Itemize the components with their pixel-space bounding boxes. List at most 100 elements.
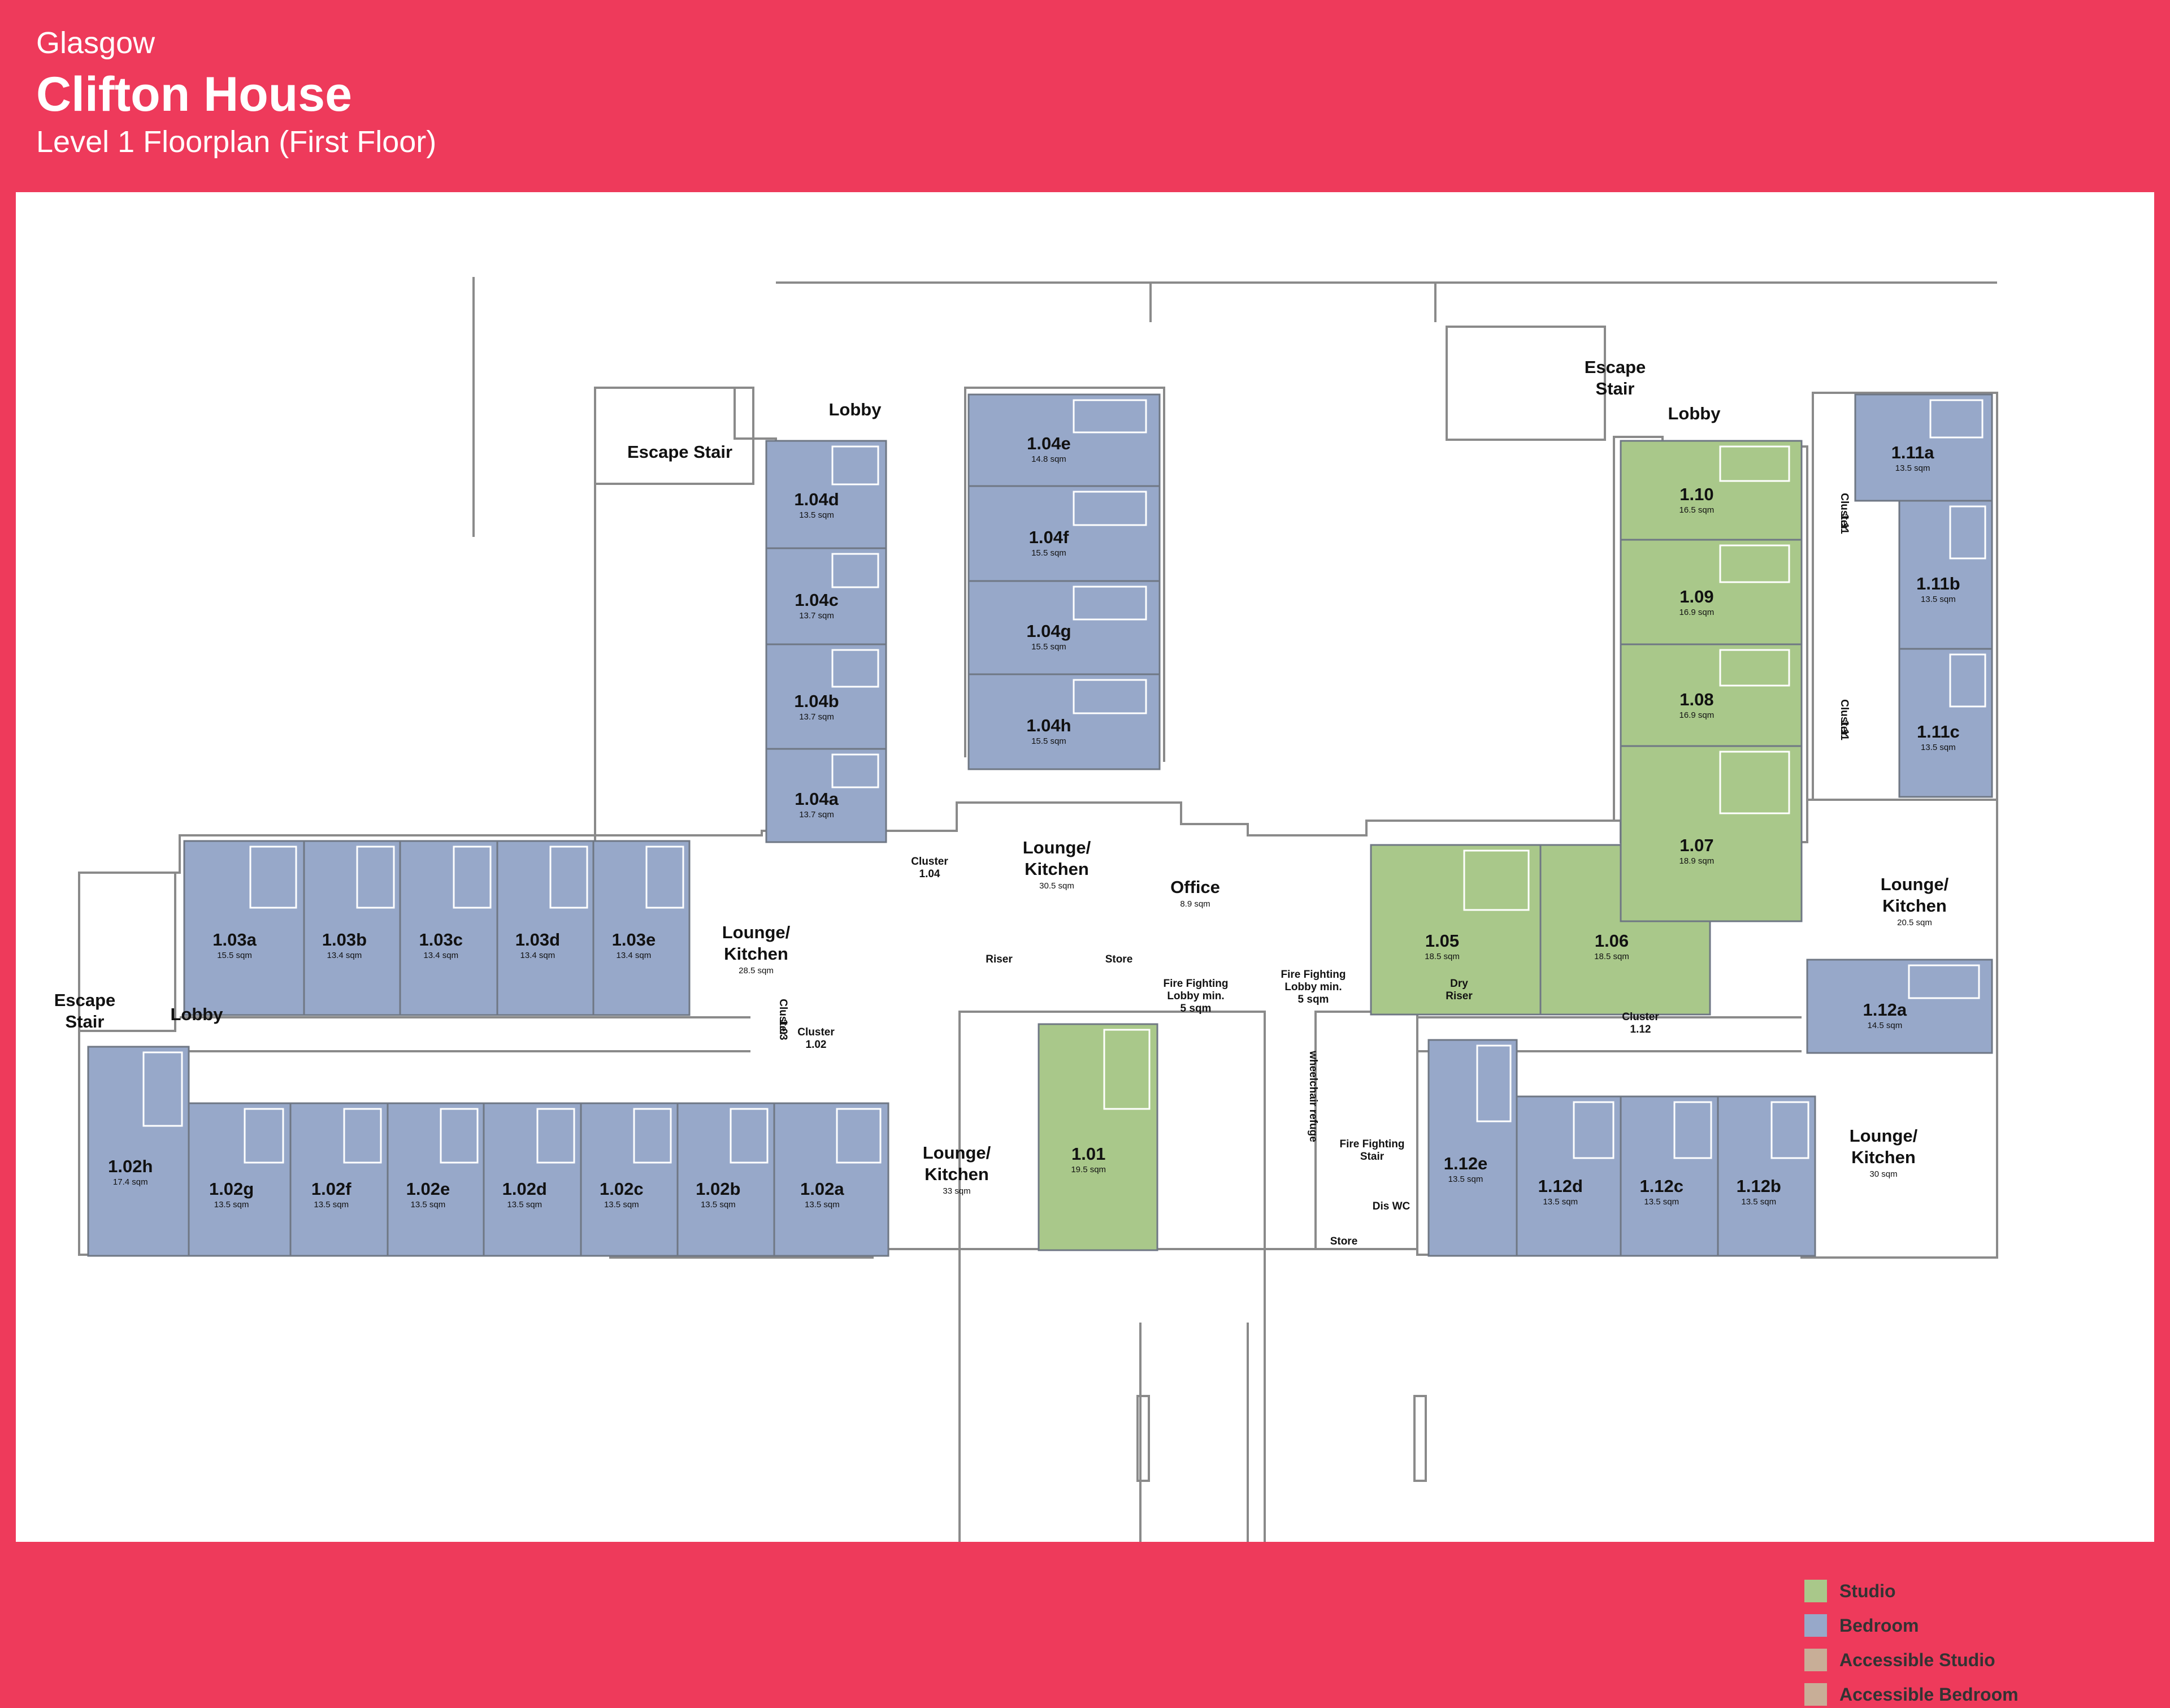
room-1.11a <box>1854 393 1993 502</box>
room-number: 1.03d <box>515 930 560 950</box>
room-number: 1.04e <box>1027 433 1071 453</box>
room-1.04f <box>967 485 1161 582</box>
ensuite-outline <box>1476 1044 1512 1122</box>
ensuite-outline <box>1949 505 1986 560</box>
room-1.12a <box>1806 959 1993 1054</box>
space-label: Escape Stair <box>627 442 732 462</box>
room-area: 13.5 sqm <box>1921 743 1956 752</box>
space-area: 30.5 sqm <box>1039 881 1074 891</box>
ensuite-outline <box>356 846 395 909</box>
room-1.12c <box>1620 1095 1719 1257</box>
room-1.02h <box>87 1046 190 1257</box>
annotation-label: Fire Fighting <box>1281 969 1346 981</box>
room-1.08 <box>1620 643 1803 747</box>
ensuite-outline <box>1719 544 1790 583</box>
annotation-label: Dry <box>1450 978 1468 990</box>
ensuite-outline <box>645 846 684 909</box>
room-fill <box>1898 648 1993 798</box>
space-label: Escape <box>1585 357 1646 377</box>
room-number: 1.09 <box>1679 587 1713 606</box>
room-area: 13.5 sqm <box>1543 1197 1578 1207</box>
space-label: Lounge/ <box>1881 874 1949 894</box>
annotation-label: wheelchair refuge <box>1307 1050 1319 1142</box>
space-label: Kitchen <box>724 944 788 964</box>
annotation-label: Fire Fighting <box>1339 1138 1404 1150</box>
legend-swatch-studio <box>1804 1580 1827 1602</box>
room-fill <box>1898 500 1993 650</box>
room-number: 1.12e <box>1444 1154 1488 1173</box>
space-label: Lobby <box>1668 404 1721 423</box>
room-fill <box>1620 1095 1719 1257</box>
room-number: 1.11c <box>1917 722 1960 742</box>
annotation-label: Fire Fighting <box>1163 978 1228 990</box>
room-number: 1.01 <box>1071 1144 1105 1164</box>
ensuite-outline <box>831 753 879 788</box>
room-number: 1.07 <box>1679 835 1713 855</box>
room-number: 1.04a <box>795 789 839 809</box>
space-area: 28.5 sqm <box>739 966 774 976</box>
ensuite-outline <box>831 553 879 588</box>
room-area: 13.5 sqm <box>214 1200 249 1210</box>
space-area: 30 sqm <box>1869 1169 1897 1179</box>
room-number: 1.11a <box>1891 443 1935 462</box>
annotation-label: Store <box>1105 953 1133 965</box>
room-1.04b <box>765 643 887 750</box>
room-fill <box>967 485 1161 582</box>
room-fill <box>1370 844 1542 1016</box>
page-header: Glasgow Clifton House Level 1 Floorplan … <box>0 0 2170 189</box>
room-number: 1.12c <box>1639 1176 1683 1196</box>
room-fill <box>1806 959 1993 1054</box>
room-area: 13.5 sqm <box>1895 463 1930 473</box>
room-fill <box>765 547 887 645</box>
room-1.12e <box>1427 1039 1518 1257</box>
ensuite-outline <box>1073 586 1147 621</box>
annotation-label: 5 sqm <box>1298 994 1329 1005</box>
building-outline <box>78 277 1998 1542</box>
room-number: 1.10 <box>1679 484 1713 504</box>
room-1.03b <box>303 840 401 1016</box>
ensuite-outline <box>1908 964 1980 999</box>
ensuite-outline <box>1673 1101 1712 1159</box>
room-fill <box>1427 1039 1518 1257</box>
space-label: Kitchen <box>1025 859 1089 879</box>
ensuite-outline <box>831 445 879 485</box>
ensuite-outline <box>633 1108 672 1164</box>
room-area: 14.8 sqm <box>1031 454 1066 464</box>
ensuite-outline <box>244 1108 284 1164</box>
ensuite-outline <box>831 649 879 688</box>
room-area: 13.5 sqm <box>314 1200 349 1210</box>
room-area: 13.7 sqm <box>799 712 834 722</box>
floorplan-subtitle: Level 1 Floorplan (First Floor) <box>36 125 437 159</box>
space-label: Kitchen <box>1882 896 1947 916</box>
room-fill <box>1620 745 1803 922</box>
legend-swatch-accessible-bedroom <box>1804 1683 1827 1706</box>
legend-item-accessible-studio: Accessible Studio <box>1804 1649 2087 1674</box>
room-number: 1.12a <box>1863 1000 1907 1020</box>
space-label: Kitchen <box>1851 1147 1916 1167</box>
room-area: 16.5 sqm <box>1679 505 1715 515</box>
city-label: Glasgow <box>36 26 155 60</box>
room-fill <box>765 643 887 750</box>
annotation-label: Cluster <box>1838 493 1850 530</box>
room-fill <box>483 1102 582 1257</box>
annotation-label: Cluster <box>797 1026 835 1038</box>
room-fill <box>87 1046 190 1257</box>
ensuite-outline <box>836 1108 882 1164</box>
room-fill <box>1717 1095 1816 1257</box>
room-fill <box>967 393 1161 487</box>
room-area: 13.5 sqm <box>1644 1197 1679 1207</box>
room-fill <box>496 840 594 1016</box>
annotation-label: Cluster <box>777 999 789 1036</box>
annotation-label: 5 sqm <box>1181 1003 1212 1015</box>
room-area: 13.5 sqm <box>411 1200 446 1210</box>
room-fill <box>387 1102 485 1257</box>
room-number: 1.03c <box>419 930 463 950</box>
annotation-label: 1.12 <box>1630 1024 1651 1035</box>
annotation-label: Lobby min. <box>1284 981 1342 993</box>
room-area: 13.7 sqm <box>799 611 834 621</box>
room-number: 1.02h <box>108 1156 153 1176</box>
space-label: Office <box>1170 877 1220 897</box>
annotation-label: Riser <box>986 953 1013 965</box>
